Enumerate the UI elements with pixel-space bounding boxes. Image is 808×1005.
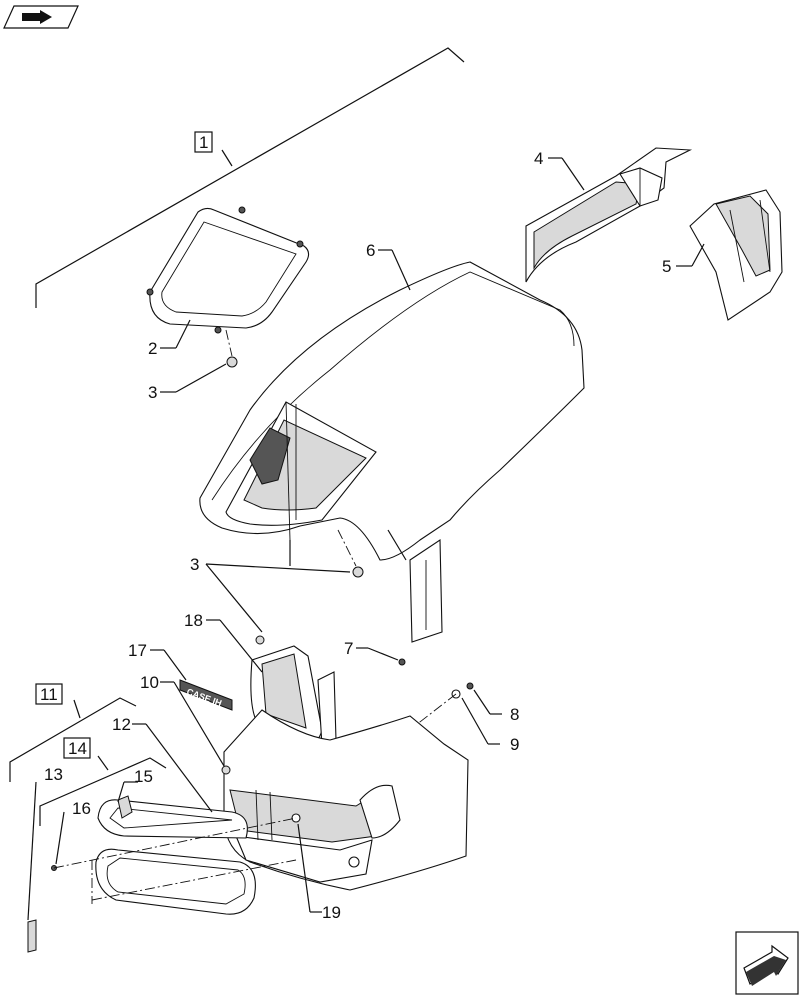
- callout-15-label: 15: [134, 767, 153, 786]
- part-nut-10: [221, 765, 231, 775]
- part-clip-7: [398, 658, 406, 666]
- callout-5-label: 5: [662, 257, 671, 276]
- part-window-frame: [146, 206, 310, 334]
- part-front-nose: [223, 709, 469, 891]
- callout-8-label: 8: [510, 705, 519, 724]
- callout-17-label: 17: [128, 641, 147, 660]
- callout-18-label: 18: [184, 611, 203, 630]
- callout-14-label: 14: [68, 739, 87, 758]
- part-panel-5: [689, 189, 783, 321]
- callout-2-label: 2: [148, 339, 157, 358]
- part-nut-upper: [225, 329, 238, 368]
- callout-12-label: 12: [112, 715, 131, 734]
- callout-9-label: 9: [510, 735, 519, 754]
- group-bracket-14: [39, 757, 167, 826]
- leader-lines: [27, 149, 705, 921]
- callout-1-label: 1: [199, 133, 208, 152]
- group-bracket-11: [9, 697, 137, 782]
- part-grille-bracket: [250, 645, 337, 747]
- callout-14: 14: [63, 737, 91, 759]
- centerline-b: [91, 859, 297, 901]
- part-strip-13: [27, 919, 37, 953]
- part-lamp-frame: [95, 795, 256, 915]
- callout-11: 11: [35, 683, 63, 705]
- part-bolt-8: [466, 682, 474, 690]
- group-bracket-1: [35, 47, 465, 308]
- part-hood: [199, 261, 585, 643]
- callout-1: 1: [194, 131, 213, 153]
- assembly-book-icon[interactable]: [3, 5, 79, 29]
- part-nut-lower: [255, 529, 364, 645]
- next-page-arrow-icon[interactable]: [735, 931, 799, 995]
- callout-6-label: 6: [366, 241, 375, 260]
- callout-4-label: 4: [534, 149, 543, 168]
- callout-3-lower-label: 3: [190, 555, 199, 574]
- callout-16-label: 16: [72, 799, 91, 818]
- callout-11-label: 11: [40, 685, 58, 704]
- callout-10-label: 10: [140, 673, 159, 692]
- centerline-a: [53, 817, 297, 869]
- callout-3-upper-label: 3: [148, 383, 157, 402]
- callout-13-label: 13: [44, 765, 63, 784]
- part-panel-4: [525, 147, 693, 283]
- callout-19-label: 19: [322, 903, 341, 922]
- callout-7-label: 7: [344, 639, 353, 658]
